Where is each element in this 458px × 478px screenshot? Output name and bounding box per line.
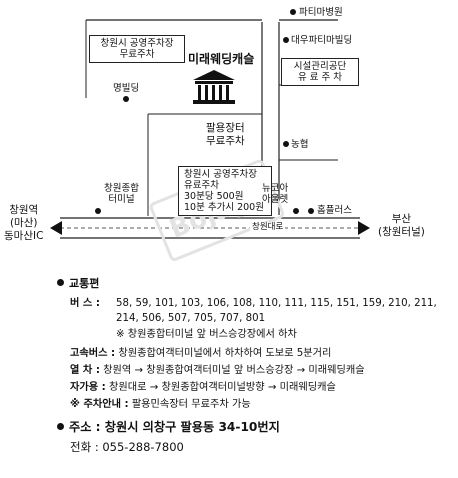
west-arrow-icon [50, 221, 62, 235]
palyong-parking-line: 무료주차 [206, 135, 245, 147]
bullet-icon [57, 279, 64, 286]
hospital-dot [290, 9, 296, 15]
daewoo-building-dot [283, 37, 289, 43]
myeong-building-label: 명빌딩 [113, 83, 140, 94]
express-row: 고속버스 : 창원종합여객터미널에서 하차하여 도보로 5분거리 [70, 346, 331, 361]
facility-box-line: 시설관리공단 [293, 61, 347, 72]
bus-note: ※ 창원종합터미널 앞 버스승강장에서 하차 [116, 329, 297, 340]
east-arrow-icon [358, 221, 370, 235]
daewoo-building-label: 대우파티마빌딩 [291, 35, 353, 46]
train-row: 열 차 : 창원역 → 창원종합여객터미널 앞 버스승강장 → 미래웨딩캐슬 [70, 363, 365, 378]
newcore-line: 뉴코아 [262, 183, 289, 194]
homeplus-dot [308, 208, 314, 214]
parking-box-line: 창원시 공영주차장 [100, 38, 174, 49]
parking-value: 팔용민속장터 무료주차 가능 [131, 399, 251, 410]
bus-key: 버 스 : [70, 298, 100, 309]
venue-label: 미래웨딩캐슬 [188, 52, 255, 66]
car-row: 자가용 : 창원대로 → 창원종합여객터미널방향 → 미래웨딩캐슬 [70, 380, 336, 395]
phone-row: 전화 : 055-288-7800 [70, 440, 184, 455]
east-direction-label: 부산 (창원터널) [378, 213, 425, 239]
paid-parking-line: 10분 추가시 200원 [184, 202, 264, 213]
west-direction-label: 창원역 (마산) 동마산IC [4, 204, 43, 243]
bullet-icon [57, 423, 64, 430]
address-value: 창원시 의창구 팔용동 34-10번지 [104, 420, 280, 434]
parking-box-line: 무료주차 [119, 49, 155, 60]
road-name-label: 창원대로 [250, 222, 286, 233]
train-key: 열 차 : [70, 365, 100, 376]
facility-parking-box: 시설관리공단 유 료 주 차 [281, 58, 359, 86]
paid-parking-line: 창원시 공영주차장 [184, 169, 257, 180]
bus-row: 버 스 : 58, 59, 101, 103, 106, 108, 110, 11… [70, 296, 437, 311]
facility-box-line: 유 료 주 차 [297, 72, 343, 83]
homeplus-label: 홈플러스 [317, 205, 352, 216]
myeong-building-dot [123, 96, 129, 102]
parking-row: ※ 주차안내 : 팔용민속장터 무료주차 가능 [70, 397, 251, 412]
public-paid-parking-box: 창원시 공영주차장 유료주차 30분당 500원 10분 추가시 200원 [178, 166, 272, 216]
train-value: 창원역 → 창원종합여객터미널 앞 버스승강장 → 미래웨딩캐슬 [103, 365, 365, 376]
newcore-dot [293, 208, 299, 214]
terminal-line: 터미널 [108, 194, 135, 205]
venue-building-icon [193, 70, 235, 104]
west-line: 동마산IC [4, 230, 44, 242]
car-key: 자가용 : [70, 382, 106, 393]
paid-parking-line: 유료주차 [184, 180, 219, 191]
paid-parking-line: 30분당 500원 [184, 191, 244, 202]
newcore-label: 뉴코아 아울렛 [262, 183, 288, 205]
car-value: 창원대로 → 창원종합여객터미널방향 → 미래웨딩캐슬 [109, 382, 336, 393]
palyong-parking-label: 팔용장터 무료주차 [206, 122, 245, 148]
nonghyup-label: 농협 [291, 139, 309, 150]
terminal-line: 창원종합 [104, 183, 139, 194]
hospital-label: 파티마병원 [299, 7, 343, 18]
directions-info: 교통편 버 스 : 58, 59, 101, 103, 106, 108, 110… [0, 270, 458, 478]
terminal-label: 창원종합 터미널 [104, 183, 139, 205]
east-line: (창원터널) [378, 226, 425, 238]
phone-key: 전화 : [70, 440, 99, 454]
bus-row-2: 214, 506, 507, 705, 707, 801 [116, 313, 266, 324]
palyong-parking-line: 팔용장터 [206, 122, 245, 134]
transport-title: 교통편 [69, 277, 100, 290]
address-key: 주소 : [69, 420, 101, 434]
nonghyup-dot [283, 141, 289, 147]
express-key: 고속버스 : [70, 348, 116, 359]
terminal-dot [95, 208, 101, 214]
phone-value: 055-288-7800 [102, 440, 184, 454]
express-value: 창원종합여객터미널에서 하차하여 도보로 5분거리 [118, 348, 332, 359]
transport-heading: 교통편 [57, 276, 99, 291]
east-line: 부산 [391, 213, 412, 225]
newcore-line: 아울렛 [262, 194, 289, 205]
location-map: Bojaga 파티마병원 창원시 공영주차장 무료주차 미래웨딩캐슬 대우파티마… [4, 7, 425, 261]
parking-key: ※ 주차안내 : [70, 399, 129, 410]
public-parking-box: 창원시 공영주차장 무료주차 [89, 35, 185, 63]
west-line: (마산) [9, 217, 38, 229]
bus-line1: 58, 59, 101, 103, 106, 108, 110, 111, 11… [116, 298, 437, 309]
west-line: 창원역 [9, 204, 39, 216]
address-row: 주소 : 창원시 의창구 팔용동 34-10번지 [57, 420, 280, 435]
